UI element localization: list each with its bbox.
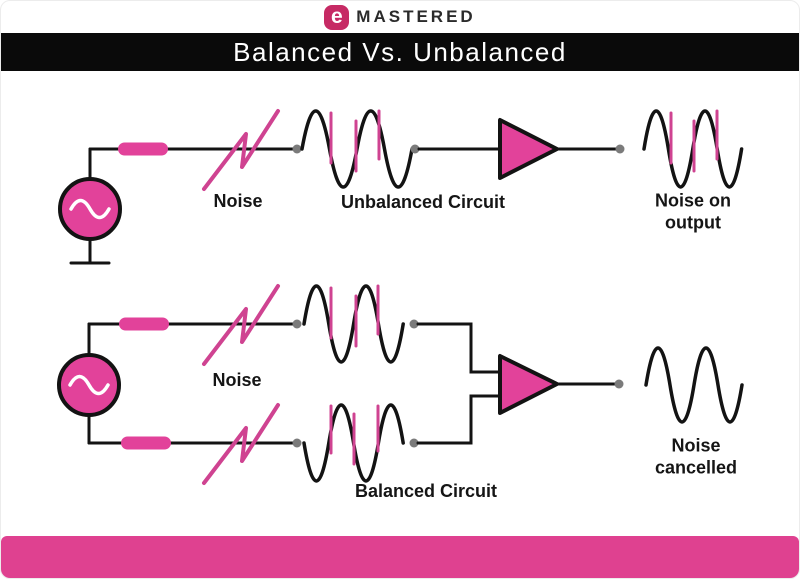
connection-dot (409, 319, 419, 329)
balanced-circuit-diagram (57, 284, 744, 485)
connection-dot (410, 144, 420, 154)
noise-zigzag-icon (202, 109, 280, 191)
clean-output-sine-wave (644, 346, 744, 424)
resistor (118, 142, 168, 156)
noise-cancelled-label: Noise cancelled (655, 435, 737, 478)
noise-on-output-line2: output (665, 212, 721, 232)
connection-dot (615, 144, 625, 154)
footer-accent-bar (1, 536, 799, 578)
source-sine-icon (69, 198, 111, 220)
balanced-circuit-label: Balanced Circuit (354, 481, 498, 502)
noise-cancelled-line2: cancelled (654, 457, 738, 477)
emastered-logo-icon: e (324, 4, 350, 30)
source-sine-icon (68, 374, 110, 396)
amplifier-triangle (498, 118, 559, 180)
noise-on-output-label: Noise on output (655, 190, 731, 233)
connection-dot (292, 319, 302, 329)
page-title: Balanced Vs. Unbalanced (233, 36, 567, 67)
logo-letter: e (330, 4, 343, 28)
brand-name: MASTERED (356, 7, 476, 26)
title-banner: Balanced Vs. Unbalanced (1, 33, 799, 71)
noise-on-output-line1: Noise on (654, 190, 732, 211)
noisy-sine-wave-positive (302, 284, 405, 364)
connection-dot (409, 438, 419, 448)
connection-dot (292, 438, 302, 448)
unbalanced-noise-label: Noise (213, 191, 263, 212)
balanced-noise-label: Noise (212, 370, 262, 391)
wire (416, 322, 502, 374)
wire (416, 394, 502, 445)
amplifier-triangle (498, 354, 559, 415)
resistor (119, 317, 169, 331)
unbalanced-circuit-label: Unbalanced Circuit (340, 192, 506, 213)
unbalanced-circuit-diagram (58, 109, 744, 265)
resistor (121, 436, 171, 450)
noise-zigzag-icon (202, 403, 280, 485)
connection-dot (614, 379, 624, 389)
noise-zigzag-icon (202, 284, 280, 366)
noise-cancelled-line1: Noise (671, 435, 721, 456)
connection-dot (292, 144, 302, 154)
brand-header: e MASTERED (1, 1, 799, 33)
